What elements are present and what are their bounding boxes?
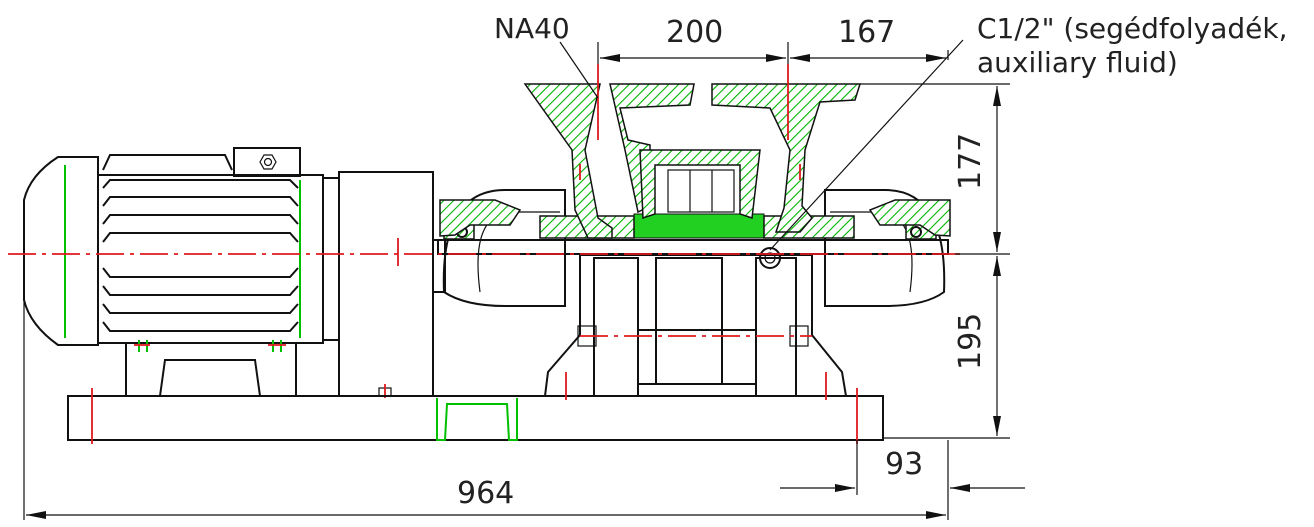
coupling-guard bbox=[338, 171, 446, 397]
dimension-lines bbox=[23, 39, 1025, 520]
pump-body bbox=[437, 64, 951, 400]
auxiliary-fluid-label-line2: auxiliary fluid) bbox=[977, 46, 1178, 79]
dimension-overall-length: 964 bbox=[457, 476, 514, 511]
dimension-nozzle-to-edge: 167 bbox=[838, 15, 895, 50]
electric-motor bbox=[23, 147, 340, 397]
dimension-height-upper: 177 bbox=[953, 133, 988, 190]
annotations: NA40 C1/2" (segédfolyadék, auxiliary flu… bbox=[457, 12, 1288, 511]
dimension-nozzle-spacing: 200 bbox=[666, 15, 723, 50]
dimension-foot-offset: 93 bbox=[885, 447, 923, 482]
motor-cooling-fins bbox=[102, 154, 299, 332]
nozzle-label: NA40 bbox=[494, 12, 570, 45]
base-plate bbox=[67, 384, 884, 444]
dimension-height-lower: 195 bbox=[953, 313, 988, 370]
auxiliary-fluid-label-line1: C1/2" (segédfolyadék, bbox=[977, 12, 1288, 45]
